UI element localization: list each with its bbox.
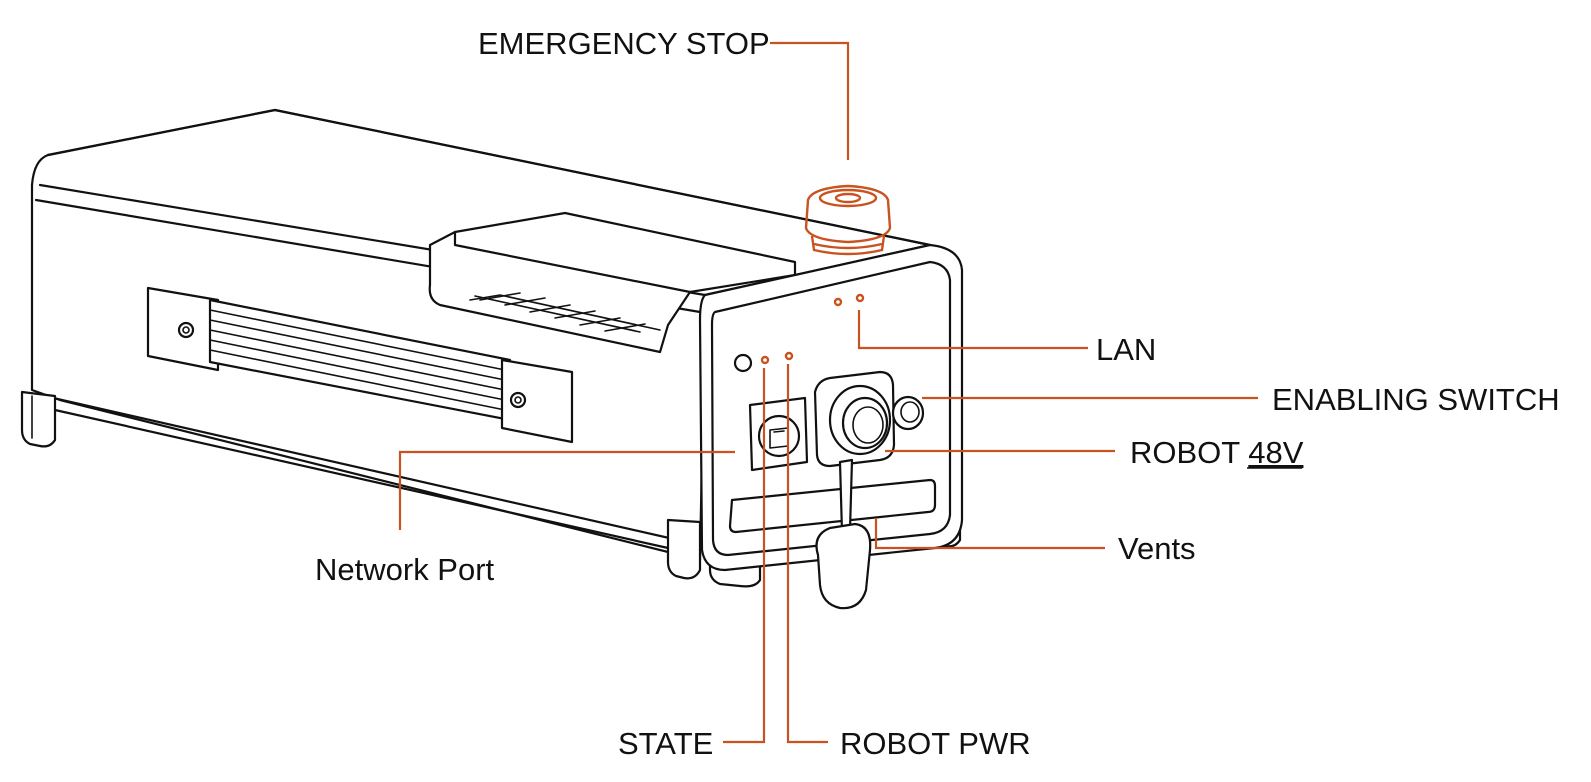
leader-state <box>723 368 766 744</box>
label-robot-48v-prefix: ROBOT <box>1130 435 1248 470</box>
label-robot-pwr: ROBOT PWR <box>840 726 1031 761</box>
top-hood <box>428 211 797 354</box>
labels: EMERGENCY STOP LAN ENABLING SWITCH ROBOT… <box>315 26 1560 761</box>
vents-slot <box>728 478 937 534</box>
emergency-stop-icon <box>804 184 892 256</box>
lan-led-2 <box>855 293 865 303</box>
label-emergency-stop: EMERGENCY STOP <box>478 26 770 61</box>
leader-emergency-stop <box>770 41 850 160</box>
enabling-switch-icon <box>891 395 925 431</box>
front-button <box>733 353 753 373</box>
leader-lines <box>398 41 1258 744</box>
label-state: STATE <box>618 726 713 761</box>
foot-right <box>666 518 702 580</box>
label-lan: LAN <box>1096 332 1156 367</box>
state-led <box>760 355 770 365</box>
front-panel <box>698 243 964 610</box>
label-robot-48v-suffix: 48V <box>1248 435 1303 470</box>
leader-vents <box>874 518 1105 550</box>
leader-network-port <box>398 450 735 530</box>
foot-left <box>20 390 57 448</box>
network-port-icon <box>748 396 809 472</box>
side-handle <box>146 286 574 444</box>
robot-48v-connector-icon <box>813 370 896 468</box>
label-robot-48v: ROBOT 48V <box>1130 435 1304 470</box>
connector-cap-icon <box>815 458 872 610</box>
label-enabling-switch: ENABLING SWITCH <box>1272 382 1560 417</box>
robot-pwr-led <box>784 351 794 361</box>
leader-lan <box>857 310 1088 350</box>
controller-box <box>20 108 964 610</box>
lan-led-1 <box>833 297 843 307</box>
label-vents: Vents <box>1118 531 1196 566</box>
label-network-port: Network Port <box>315 552 495 587</box>
leader-robot-pwr <box>786 364 828 744</box>
